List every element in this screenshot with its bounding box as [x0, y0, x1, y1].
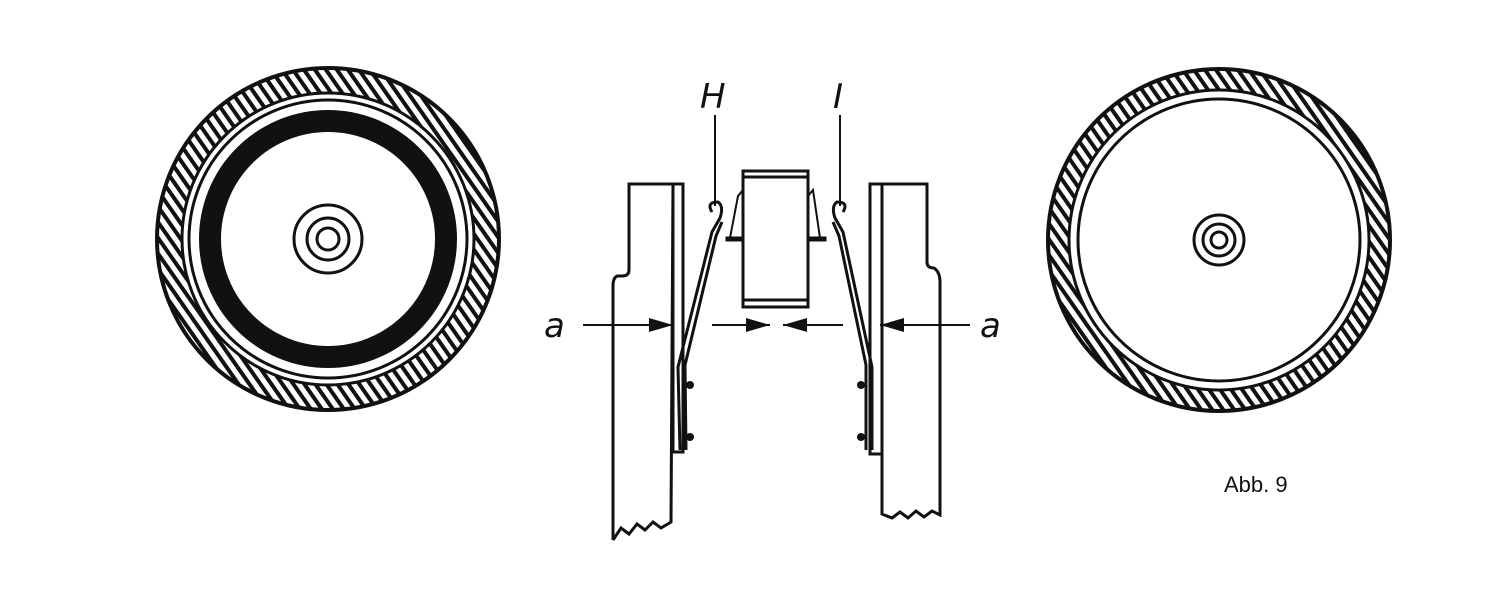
hub-ring-inner: [315, 226, 341, 252]
hub-ring-outer: [292, 203, 364, 275]
label-h: H: [700, 77, 726, 117]
left-plate: [671, 182, 685, 454]
left-block: [611, 182, 675, 541]
spring-i: [831, 200, 874, 450]
figure-caption: Abb. 9: [1224, 472, 1288, 497]
left-disc: [155, 66, 501, 412]
label-i: I: [833, 77, 843, 117]
label-a-right: a: [980, 306, 1001, 346]
spring-h: [676, 200, 724, 451]
right-disc: [1046, 67, 1392, 413]
hub-ring-middle: [305, 216, 351, 262]
cross-section: [583, 115, 970, 541]
right-block: [880, 182, 942, 520]
label-a-left: a: [544, 306, 565, 346]
